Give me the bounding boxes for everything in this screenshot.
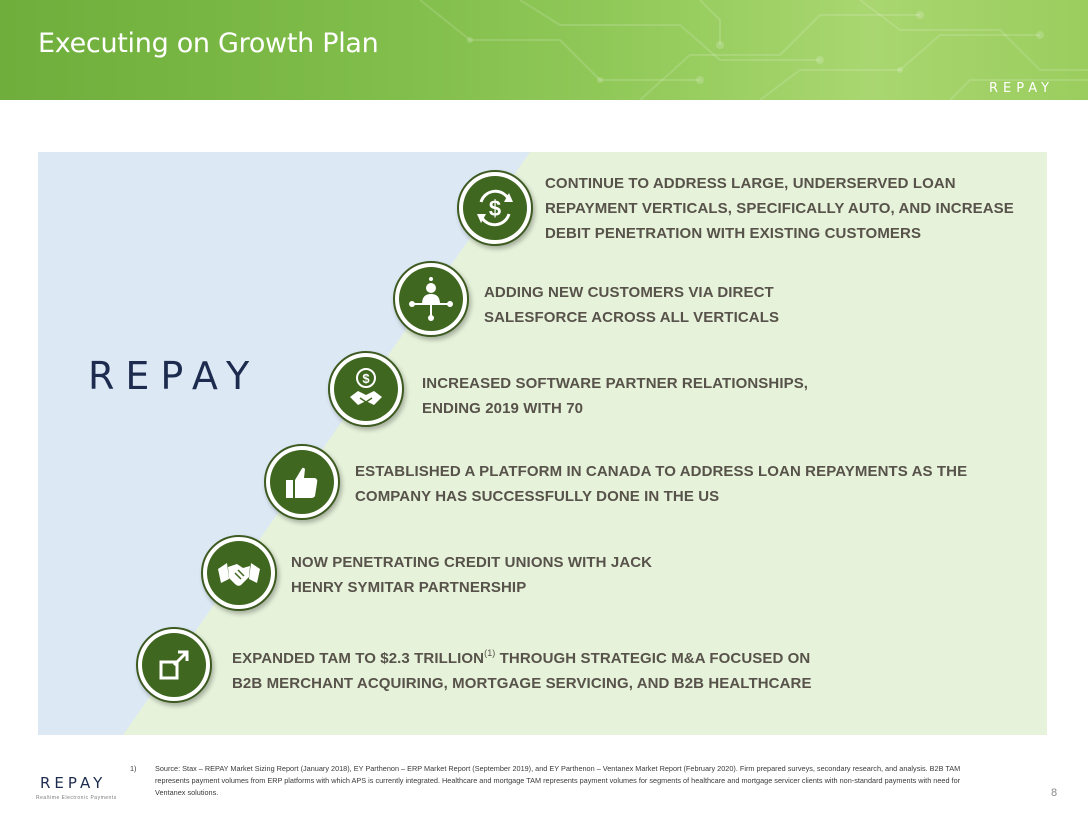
network-person-icon: [409, 277, 453, 321]
dollar-handshake-icon: $: [350, 368, 382, 405]
dollar-cycle-icon: $: [477, 189, 513, 227]
dollar-handshake-badge: $: [328, 351, 404, 427]
page-title: Executing on Growth Plan: [38, 28, 379, 59]
thumbs-up-badge: [264, 444, 340, 520]
svg-text:$: $: [489, 196, 501, 221]
growth-item-5-text: NOW PENETRATING CREDIT UNIONS WITH JACK …: [291, 554, 653, 596]
footnote-text: Source: Stax – REPAY Market Sizing Repor…: [155, 764, 961, 797]
footer-tagline: Realtime Electronic Payments: [36, 795, 117, 801]
growth-item-2-text: ADDING NEW CUSTOMERS VIA DIRECT SALESFOR…: [484, 284, 780, 326]
header-logo: REPAY: [989, 81, 1055, 96]
expand-arrow-badge: [136, 627, 212, 703]
growth-item-4-text: ESTABLISHED A PLATFORM IN CANADA TO ADDR…: [355, 463, 968, 505]
dollar-cycle-badge: $: [457, 170, 533, 246]
svg-text:$: $: [362, 371, 370, 386]
header-banner: Executing on Growth Plan REPAY: [0, 0, 1088, 100]
growth-item-6-text: EXPANDED TAM TO $2.3 TRILLION(1) THROUGH…: [232, 648, 812, 693]
network-person-badge: [393, 261, 469, 337]
repay-logo: REPAY: [88, 354, 261, 398]
footer-logo: REPAY: [40, 774, 107, 792]
expand-arrow-icon: [159, 650, 189, 680]
handshake-badge: [201, 535, 277, 611]
growth-item-3-text: INCREASED SOFTWARE PARTNER RELATIONSHIPS…: [422, 375, 809, 417]
handshake-icon: [218, 563, 260, 586]
thumbs-up-icon: [286, 467, 318, 498]
growth-item-1-text: CONTINUE TO ADDRESS LARGE, UNDERSERVED L…: [545, 175, 1014, 242]
circuit-pattern: [419, 0, 1088, 100]
footnote-number: 1): [130, 764, 137, 773]
page-number: 8: [1051, 787, 1058, 799]
